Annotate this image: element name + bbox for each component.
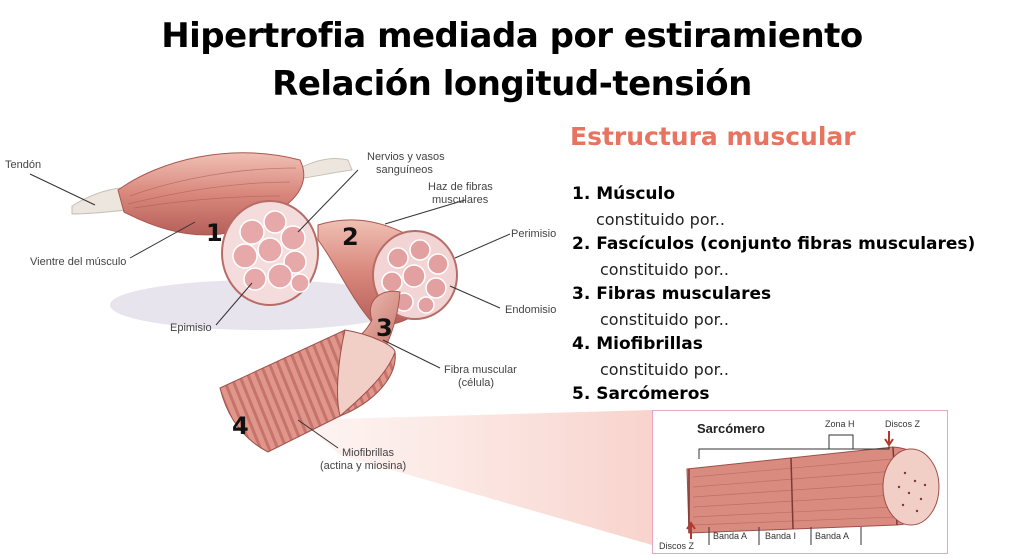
- label-haz-1: Haz de fibras: [428, 181, 493, 193]
- structure-list: 1. Músculo constituido por.. 2. Fascícul…: [572, 182, 975, 407]
- label-nervios-2: sanguíneos: [376, 164, 433, 176]
- number-4: 4: [232, 412, 249, 440]
- page-subtitle: Relación longitud-tensión: [272, 64, 752, 104]
- label-haz-2: musculares: [432, 194, 489, 206]
- zona-h-label: Zona H: [825, 419, 855, 429]
- structure-sub-3: constituido por..: [600, 310, 729, 329]
- sarcomere-inset: Sarcómero Zona H Discos Z Discos Z Banda…: [652, 410, 948, 554]
- label-miofibrillas-2: (actina y miosina): [320, 460, 406, 472]
- structure-sub-4: constituido por..: [600, 360, 729, 379]
- tendon: [71, 187, 127, 215]
- discos-z-top-arrow: [884, 431, 894, 447]
- label-nervios-1: Nervios y vasos: [367, 151, 445, 163]
- number-2: 2: [342, 223, 359, 251]
- label-vientre: Vientre del músculo: [30, 256, 126, 268]
- leader-lines: [29, 169, 511, 449]
- label-epimisio: Epimisio: [170, 322, 212, 334]
- fascicle-cluster: [232, 210, 310, 293]
- tendon-right: [299, 157, 353, 179]
- structure-sub-1: constituido por..: [596, 210, 725, 229]
- discos-z-top-label: Discos Z: [885, 419, 921, 429]
- discos-z-bottom-label: Discos Z: [659, 541, 695, 551]
- sarcomere-title: Sarcómero: [697, 421, 765, 436]
- band-label-a-2: Banda A: [815, 531, 849, 541]
- zona-h-bracket: [828, 434, 854, 449]
- sarcomere-end: [882, 448, 940, 526]
- number-1: 1: [206, 219, 223, 247]
- sarcomere-end-dots: [897, 471, 927, 513]
- band-label-i: Banda I: [765, 531, 796, 541]
- label-fibra-1: Fibra muscular: [444, 364, 517, 376]
- structure-item-2: 2. Fascículos (conjunto fibras musculare…: [572, 234, 976, 254]
- label-perimisio: Perimisio: [511, 228, 556, 240]
- label-miofibrillas-1: Miofibrillas: [342, 447, 394, 459]
- structure-title: Estructura muscular: [570, 122, 856, 151]
- label-endomisio: Endomisio: [505, 304, 556, 316]
- myofibril-end: [337, 329, 396, 417]
- discos-z-bottom-arrow: [686, 521, 696, 539]
- structure-item-3: 3. Fibras musculares: [572, 284, 772, 304]
- muscle-shadow: [110, 280, 410, 330]
- zoom-ray: [300, 410, 652, 545]
- muscle-fibers: [127, 167, 297, 209]
- band-label-a-1: Banda A: [713, 531, 747, 541]
- label-tendon: Tendón: [5, 159, 41, 171]
- band-ticks: [708, 527, 862, 545]
- structure-item-4: 4. Miofibrillas: [572, 334, 703, 354]
- sarcomere-stripes: [692, 458, 896, 526]
- structure-item-1: 1. Músculo: [572, 184, 676, 204]
- page-title: Hipertrofia mediada por estiramiento: [161, 16, 863, 56]
- number-3: 3: [376, 314, 393, 342]
- structure-item-5: 5. Sarcómeros: [572, 384, 710, 404]
- structure-sub-2: constituido por..: [600, 260, 729, 279]
- label-fibra-2: (célula): [458, 377, 494, 389]
